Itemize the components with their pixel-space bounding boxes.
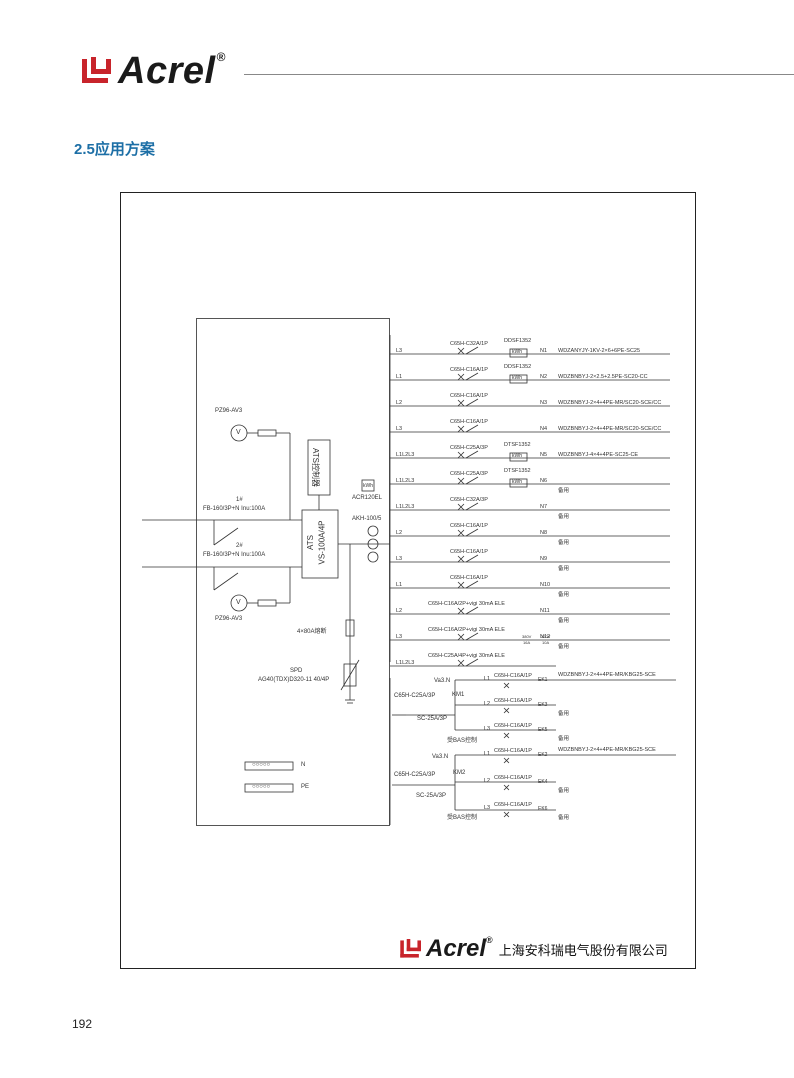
breaker-symbol — [457, 503, 465, 511]
switch-arm — [465, 502, 479, 511]
diagram-frame — [120, 192, 696, 969]
registered-mark: ® — [216, 50, 226, 64]
footer-company: Acrel ® 上海安科瑞电气股份有限公司 — [400, 935, 668, 962]
switch-arm — [465, 580, 479, 589]
header-rule — [244, 74, 794, 75]
kwh-meter-box — [509, 452, 528, 462]
switch-arm — [465, 632, 479, 641]
breaker-symbol — [457, 347, 465, 355]
breaker-symbol — [503, 682, 510, 689]
breaker-symbol — [503, 784, 510, 791]
breaker-symbol — [457, 399, 465, 407]
panel-boundary — [196, 318, 390, 826]
breaker-symbol — [457, 373, 465, 381]
switch-arm — [465, 658, 479, 667]
breaker-symbol — [457, 555, 465, 563]
switch-arm — [465, 606, 479, 615]
breaker-symbol — [503, 707, 510, 714]
breaker-symbol — [457, 425, 465, 433]
breaker-symbol — [503, 811, 510, 818]
kwh-meter-box — [509, 374, 528, 384]
breaker-symbol — [457, 451, 465, 459]
company-name: 上海安科瑞电气股份有限公司 — [498, 943, 668, 959]
kwh-meter-box — [509, 348, 528, 358]
kwh-meter-box — [509, 478, 528, 488]
switch-arm — [465, 528, 479, 537]
header-logo: Acrel ® — [82, 50, 226, 92]
switch-arm — [465, 398, 479, 407]
breaker-symbol — [457, 529, 465, 537]
switch-arm — [465, 424, 479, 433]
breaker-symbol — [503, 732, 510, 739]
breaker-symbol — [457, 607, 465, 615]
footer-registered-mark: ® — [486, 935, 493, 945]
brand-name: Acrel — [118, 50, 216, 92]
section-title: 2.5应用方案 — [74, 141, 155, 158]
switch-arm — [465, 346, 479, 355]
breaker-symbol — [457, 633, 465, 641]
breaker-symbol — [457, 581, 465, 589]
breaker-symbol — [503, 757, 510, 764]
switch-arm — [465, 476, 479, 485]
acrel-logo-icon — [82, 57, 111, 83]
switch-arm — [465, 372, 479, 381]
breaker-symbol — [457, 659, 465, 667]
acrel-footer-logo-icon — [400, 939, 421, 958]
page-number: 192 — [72, 1017, 93, 1031]
switch-arm — [465, 450, 479, 459]
footer-brand: Acrel — [426, 935, 487, 962]
breaker-symbol — [457, 477, 465, 485]
switch-arm — [465, 554, 479, 563]
